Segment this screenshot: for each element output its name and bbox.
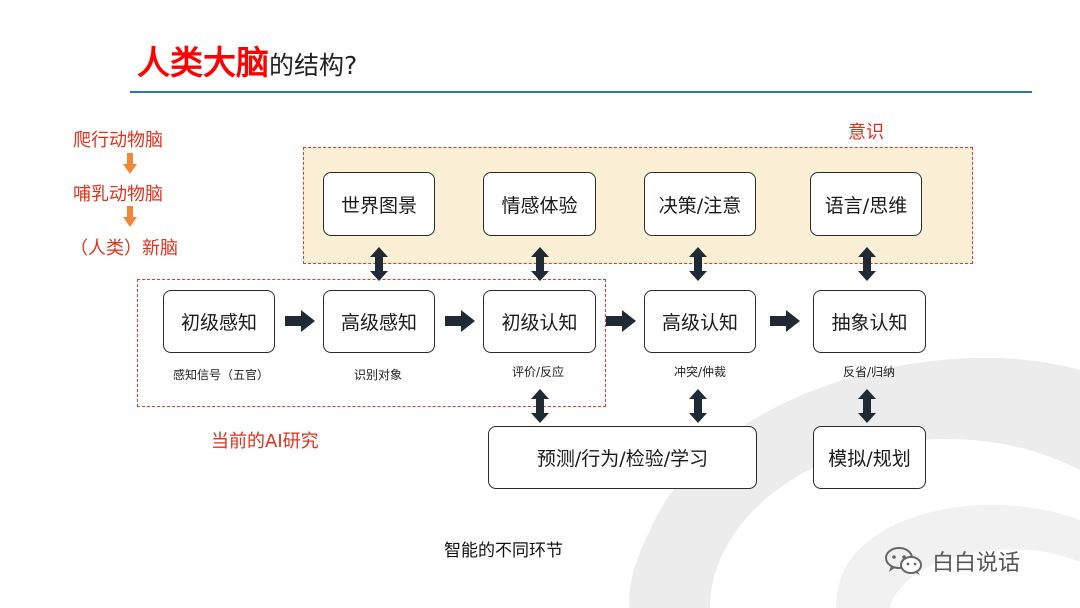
box-simulate-plan: 模拟/规划: [813, 426, 926, 489]
box-primary-cognition: 初级认知: [483, 290, 596, 353]
updown-arrow-primary-cognition-to-predict: [531, 389, 549, 423]
background-swirl-decoration: [629, 357, 1080, 608]
current-ai-research-label: 当前的AI研究: [211, 431, 319, 452]
updown-arrow-language-thinking: [858, 247, 876, 281]
evolution-down-arrow-2: [123, 206, 137, 227]
box-emotional-experience: 情感体验: [483, 172, 596, 236]
sublabel-advanced-perception: 识别对象: [353, 368, 403, 382]
right-arrow-1: [285, 310, 315, 332]
box-decision-attention: 决策/注意: [644, 172, 756, 236]
updown-arrow-decision-attention: [689, 247, 707, 281]
wechat-icon: [885, 547, 922, 575]
updown-arrow-advanced-cognition-to-predict: [689, 389, 707, 423]
watermark: 白白说话: [884, 545, 1020, 577]
evolution-human-neocortex: （人类）新脑: [70, 238, 178, 259]
current-ai-research-region: [137, 279, 606, 407]
box-language-thinking: 语言/思维: [810, 172, 922, 236]
evolution-down-arrow-1: [123, 153, 137, 174]
box-primary-perception: 初级感知: [163, 290, 275, 353]
updown-arrow-world-picture: [370, 247, 388, 281]
sublabel-advanced-cognition: 冲突/仲裁: [673, 365, 727, 379]
page-title: 人类大脑的结构?: [137, 36, 357, 84]
evolution-reptile-brain: 爬行动物脑: [73, 130, 163, 151]
updown-arrow-emotional-experience: [531, 247, 549, 281]
box-advanced-cognition: 高级认知: [644, 290, 756, 353]
box-world-picture: 世界图景: [323, 172, 435, 236]
diagram-caption: 智能的不同环节: [444, 541, 563, 561]
evolution-mammal-brain: 哺乳动物脑: [73, 184, 163, 205]
title-rest: 的结构?: [269, 51, 358, 80]
title-highlight: 人类大脑: [137, 43, 269, 82]
right-arrow-3: [606, 310, 636, 332]
box-predict-act-verify-learn: 预测/行为/检验/学习: [488, 426, 757, 489]
right-arrow-4: [770, 310, 800, 332]
sublabel-primary-perception: 感知信号（五官）: [172, 368, 270, 382]
consciousness-label: 意识: [848, 122, 884, 143]
right-arrow-2: [445, 310, 475, 332]
updown-arrow-abstract-cognition-to-plan: [858, 389, 876, 423]
watermark-text: 白白说话: [932, 551, 1021, 576]
title-divider: [130, 91, 1032, 93]
sublabel-abstract-cognition: 反省/归纳: [842, 365, 896, 379]
box-abstract-cognition: 抽象认知: [813, 290, 926, 353]
box-advanced-perception: 高级感知: [323, 290, 435, 353]
sublabel-primary-cognition: 评价/反应: [511, 365, 565, 379]
